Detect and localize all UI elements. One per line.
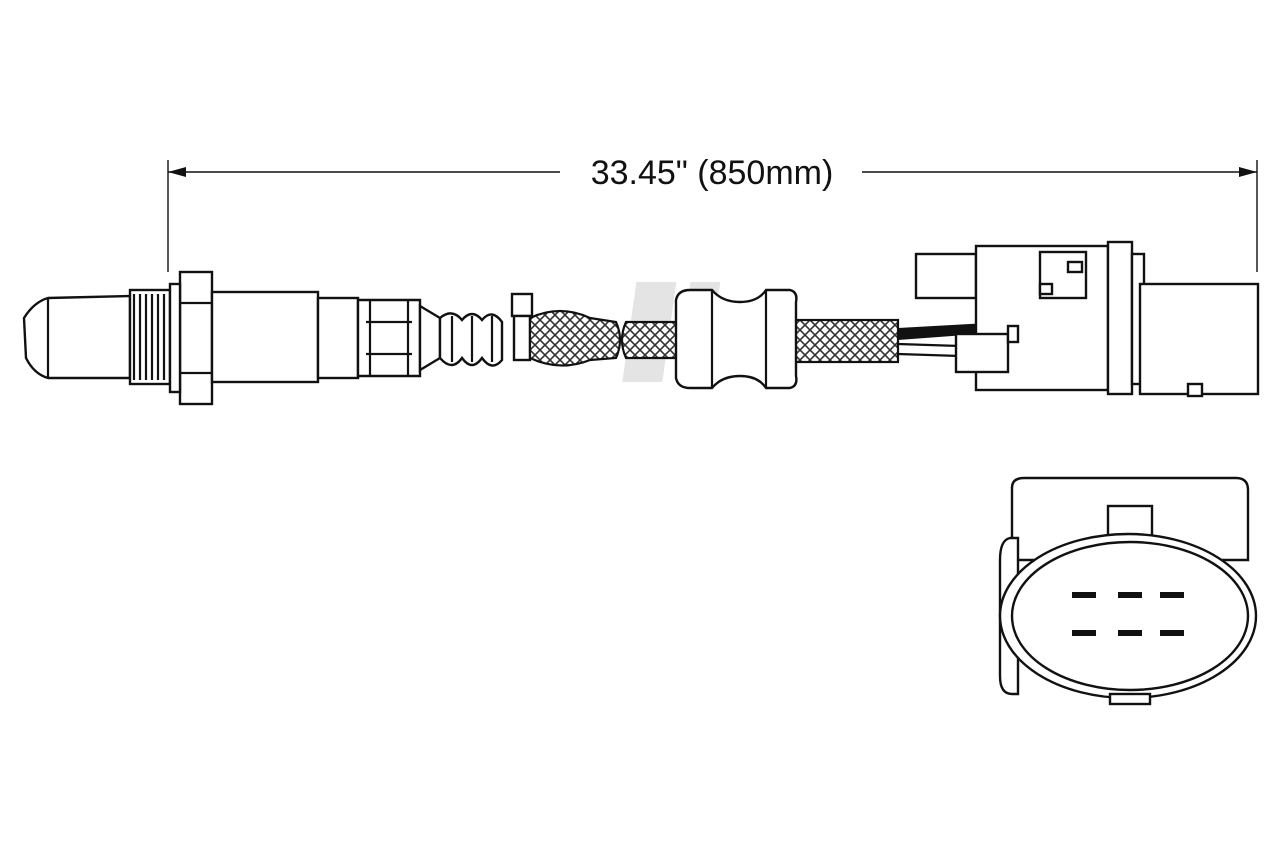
dimension-label: 33.45" (850mm) — [591, 154, 834, 192]
pin — [1072, 592, 1096, 598]
arrow-right-icon — [1239, 167, 1257, 177]
cable-clip — [510, 292, 534, 362]
pin — [1072, 630, 1096, 636]
sensor-thread — [128, 288, 172, 386]
dimension-line: 33.45" (850mm) — [167, 154, 1258, 272]
arrow-left-icon — [168, 167, 186, 177]
pin — [1118, 592, 1142, 598]
harness-connector-side — [914, 240, 1260, 398]
braided-cable — [528, 309, 900, 367]
pin — [1118, 630, 1142, 636]
pin — [1160, 630, 1184, 636]
pin — [1160, 592, 1184, 598]
sensor-hex-nut — [168, 270, 214, 406]
spring-sleeve — [438, 312, 504, 367]
pin-grid — [1072, 592, 1184, 636]
sensor-body — [210, 290, 442, 384]
connector-face — [998, 476, 1258, 706]
cable-grommet — [674, 288, 798, 390]
sensor-probe — [22, 294, 132, 380]
